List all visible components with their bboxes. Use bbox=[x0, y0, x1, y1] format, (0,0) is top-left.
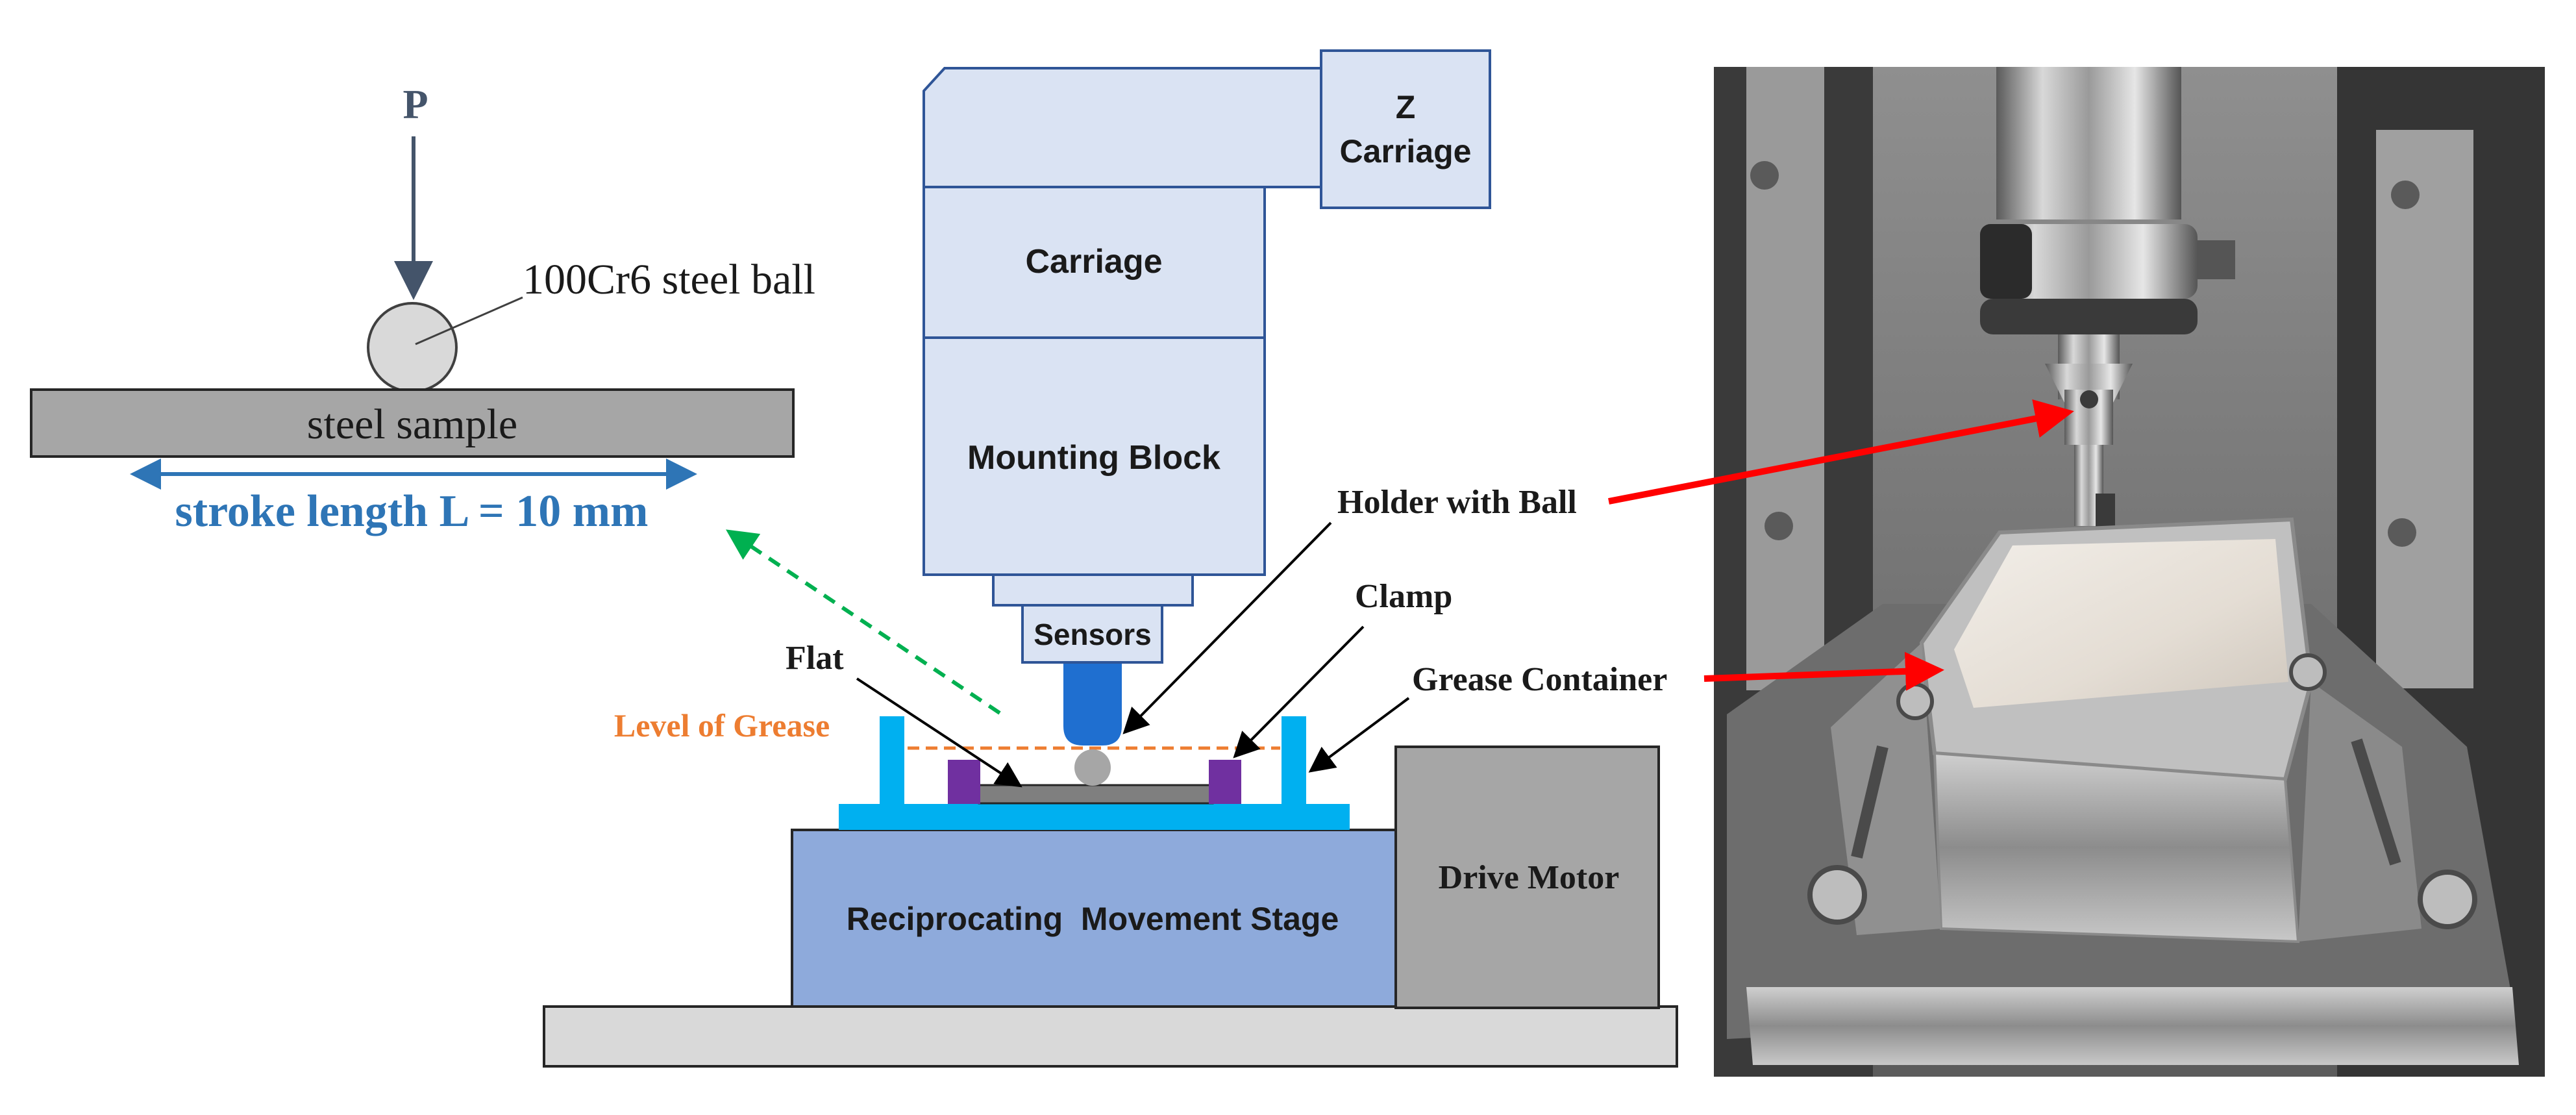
drive-motor bbox=[1394, 745, 1660, 1009]
grease-container-label: Grease Container bbox=[1412, 661, 1667, 698]
holder-label: Holder with Ball bbox=[1337, 484, 1577, 521]
holder-callout-arrow bbox=[1122, 521, 1332, 734]
contact-ball bbox=[1074, 749, 1111, 786]
carriage-label: Carriage bbox=[1026, 243, 1163, 281]
ball-leader-line bbox=[415, 296, 523, 345]
z-carriage-label-line2: Carriage bbox=[1340, 133, 1472, 169]
motor-label: Drive Motor bbox=[1439, 859, 1620, 896]
flat-sample bbox=[978, 784, 1214, 805]
stage-label: Reciprocating Movement Stage bbox=[847, 901, 1339, 937]
sensors-label: Sensors bbox=[1034, 618, 1152, 651]
steel-sample bbox=[30, 388, 795, 458]
clamp-right bbox=[1209, 760, 1241, 804]
z-carriage-label-line1: Z bbox=[1396, 89, 1416, 125]
grease-container-photo-pointer bbox=[1703, 651, 1944, 691]
clamp-callout-arrow bbox=[1233, 625, 1365, 758]
container-bottom bbox=[839, 804, 1350, 830]
load-label: P bbox=[402, 81, 428, 127]
clamp-left bbox=[948, 760, 980, 804]
grease-container-callout-arrow bbox=[1308, 697, 1410, 773]
ball-holder bbox=[1063, 659, 1122, 745]
ball-label: 100Cr6 steel ball bbox=[523, 256, 815, 303]
flat-label: Flat bbox=[786, 640, 844, 677]
clamp-label: Clamp bbox=[1355, 578, 1452, 615]
sample-label: steel sample bbox=[307, 401, 517, 448]
setup-photo bbox=[1714, 67, 2545, 1077]
detail-guide-arrow bbox=[726, 529, 1001, 715]
ball-on-flat-schematic: P 100Cr6 steel ball steel sample stroke … bbox=[30, 81, 1001, 715]
base-plate bbox=[543, 1005, 1678, 1068]
adapter-plate bbox=[992, 573, 1194, 607]
container-right-wall bbox=[1282, 716, 1306, 804]
grease-level-label: Level of Grease bbox=[614, 707, 830, 744]
z-carriage bbox=[1320, 49, 1491, 209]
steel-ball bbox=[367, 302, 458, 393]
stroke-label: stroke length L = 10 mm bbox=[175, 486, 649, 536]
container-left-wall bbox=[880, 716, 904, 804]
holder-photo-pointer bbox=[1608, 399, 2074, 505]
tribometer-schematic: Drive Motor Reciprocating Movement Stage… bbox=[543, 49, 1678, 1068]
flat-callout-arrow bbox=[856, 677, 1022, 788]
z-arm bbox=[923, 67, 1322, 188]
reciprocating-stage bbox=[791, 829, 1397, 1008]
mounting-block-label: Mounting Block bbox=[967, 439, 1220, 477]
